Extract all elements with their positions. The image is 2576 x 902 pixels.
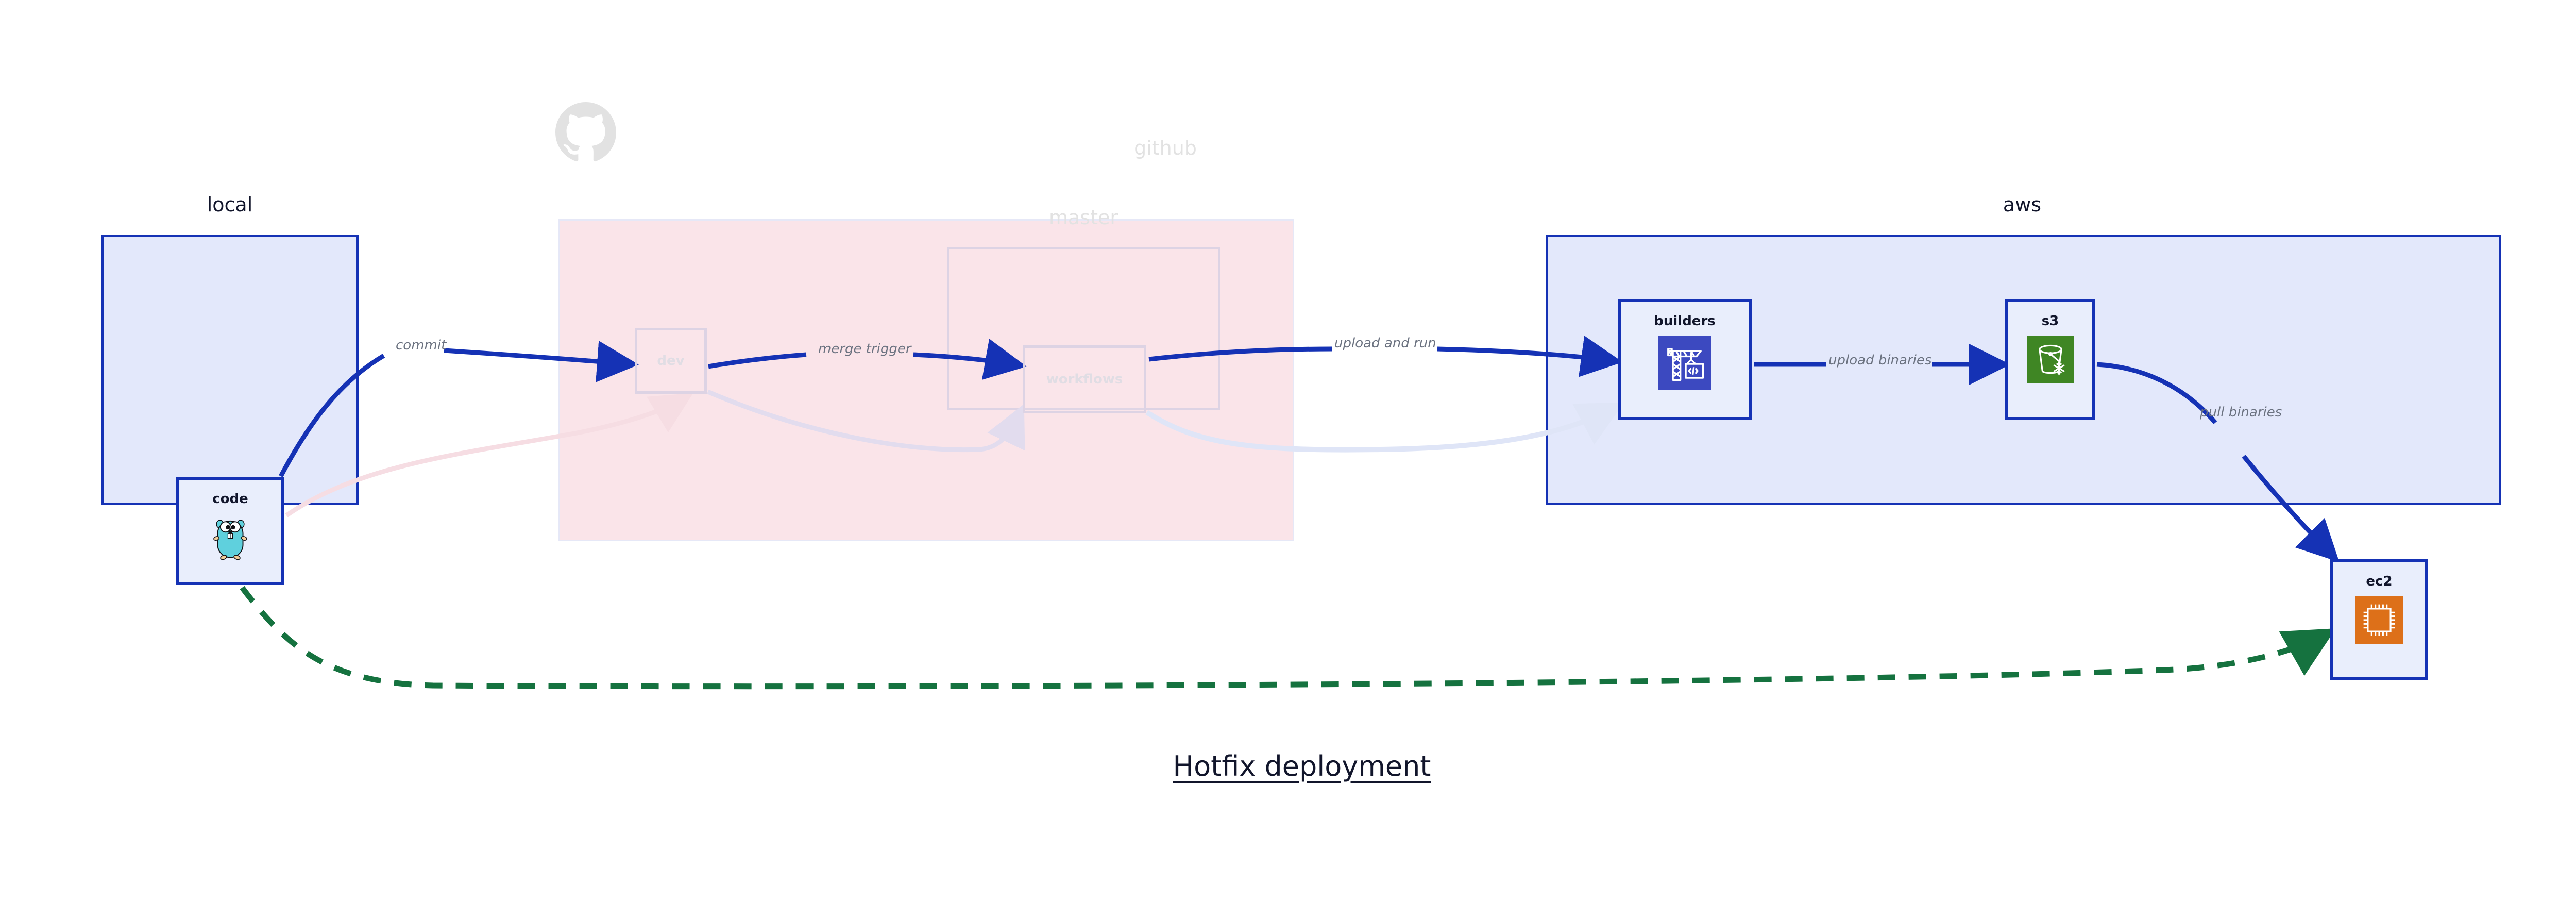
node-dev[interactable]: dev [635,328,707,394]
aws-codebuild-icon [1658,336,1711,390]
cluster-label-aws: aws [2003,193,2042,216]
node-label-ec2: ec2 [2366,574,2393,589]
aws-ec2-chip-icon [2355,596,2403,644]
github-logo-icon [555,102,616,162]
node-ec2[interactable]: ec2 [2330,559,2428,680]
node-code[interactable]: code [176,477,284,585]
node-workflows[interactable]: workflows [1023,345,1146,413]
edge-hotfix-direct [240,586,2336,690]
node-label-s3: s3 [2041,313,2059,329]
go-gopher-icon [213,520,247,560]
edge-label-upload-and-run: upload and run [1334,336,1436,351]
node-label-builders: builders [1654,313,1716,329]
edge-label-upload-binaries: upload binaries [1828,353,1932,368]
aws-s3-glacier-icon [2026,336,2074,383]
cluster-local [101,235,359,505]
node-label-dev: dev [657,353,685,369]
cluster-master [947,247,1220,410]
node-label-code: code [212,491,248,507]
diagram-title: Hotfix deployment [1173,750,1431,782]
cluster-label-master: master [1048,206,1118,229]
cluster-label-local: local [207,193,253,216]
edge-label-merge-trigger: merge trigger [818,341,911,357]
cluster-label-github: github [1134,137,1197,159]
node-s3[interactable]: s3 [2005,299,2095,420]
node-label-workflows: workflows [1046,372,1123,387]
edge-label-pull-binaries: pull binaries [2200,405,2282,420]
node-builders[interactable]: builders [1618,299,1752,420]
edge-label-commit: commit [396,338,447,353]
